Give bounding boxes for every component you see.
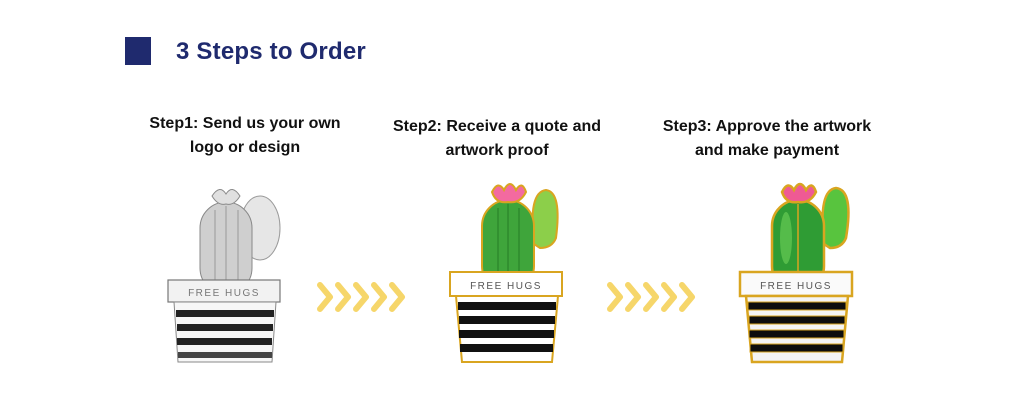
chevron-right-icon: [625, 282, 641, 312]
chevron-right-icon: [661, 282, 677, 312]
chevron-right-icon: [371, 282, 387, 312]
step2-caption-line1: Step2: Receive a quote and: [392, 118, 602, 135]
cactus-enamel-pin-icon: FREE HUGS: [738, 182, 854, 364]
cactus-sketch-icon: FREE HUGS: [167, 189, 281, 363]
pot-text-3: FREE HUGS: [760, 281, 832, 292]
pot-text-1: FREE HUGS: [188, 288, 260, 299]
step3-caption: Step3: Approve the artwork and make paym…: [637, 115, 897, 163]
chevron-right-icon: [679, 282, 695, 312]
chevron-right-icon: [389, 282, 405, 312]
page-title: 3 Steps to Order: [176, 38, 366, 65]
step3-caption-line2: and make payment: [694, 142, 840, 159]
step2-caption-line2: artwork proof: [445, 142, 549, 159]
step1-caption-line1: Step1: Send us your own: [149, 115, 341, 132]
chevron-right-icon: [353, 282, 369, 312]
chevron-right-icon: [643, 282, 659, 312]
step1-caption-line2: logo or design: [189, 139, 301, 156]
chevron-right-icon: [607, 282, 623, 312]
step2-caption: Step2: Receive a quote and artwork proof: [367, 115, 627, 163]
chevron-right-icon: [317, 282, 333, 312]
chevron-group-1: [317, 282, 405, 312]
chevron-group-2: [607, 282, 695, 312]
header-square-icon: [125, 37, 151, 65]
pot-text-2: FREE HUGS: [470, 281, 542, 292]
step1-caption: Step1: Send us your own logo or design: [115, 112, 375, 160]
cactus-pin-proof-icon: FREE HUGS: [449, 183, 563, 363]
chevron-right-icon: [335, 282, 351, 312]
step3-caption-line1: Step3: Approve the artwork: [662, 118, 872, 135]
